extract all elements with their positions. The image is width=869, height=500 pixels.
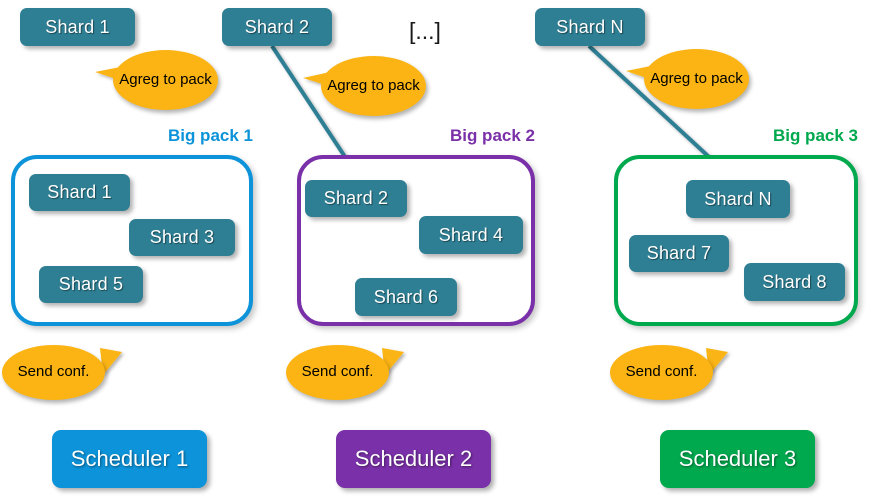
send-conf-callout-3[interactable]: Send conf.: [610, 345, 713, 400]
agreg-to-pack-callout-3[interactable]: Agreg to pack: [644, 49, 749, 109]
agreg-to-pack-callout-2[interactable]: Agreg to pack: [321, 56, 426, 116]
pack-3-shard-8[interactable]: Shard 8: [744, 263, 845, 301]
pack-2-label: Big pack 2: [449, 126, 535, 145]
ellipsis-label: [...]: [409, 18, 441, 44]
pack-1-shard-5-label: Shard 5: [58, 274, 124, 294]
source-shard-2[interactable]: Shard 2: [222, 8, 332, 46]
pack-3-shard-7[interactable]: Shard 7: [629, 235, 729, 272]
send-conf-callout-3-label: Send conf.: [625, 363, 698, 381]
agreg-to-pack-callout-3-label: Agreg to pack: [650, 69, 743, 87]
pack-3-label: Big pack 3: [772, 126, 858, 145]
scheduler-2[interactable]: Scheduler 2: [336, 430, 491, 488]
scheduler-1[interactable]: Scheduler 1: [52, 430, 207, 488]
pack-1-shard-3-label: Shard 3: [149, 227, 215, 247]
pack-1-label: Big pack 1: [167, 126, 253, 145]
agreg-to-pack-callout-1-label: Agreg to pack: [119, 70, 212, 88]
send-conf-callout-1[interactable]: Send conf.: [2, 345, 105, 400]
send-conf-callout-1-label: Send conf.: [17, 363, 90, 381]
scheduler-2-label: Scheduler 2: [354, 446, 473, 471]
pack-2-shard-6-label: Shard 6: [373, 286, 439, 307]
pack-3-shard-n[interactable]: Shard N: [686, 180, 790, 218]
source-shard-1-label: Shard 1: [45, 16, 110, 37]
scheduler-1-label: Scheduler 1: [70, 446, 189, 471]
pack-2-shard-2-label: Shard 2: [323, 188, 389, 208]
source-shard-2-label: Shard 2: [244, 16, 310, 37]
pack-3-shard-8-label: Shard 8: [762, 271, 827, 292]
source-shard-1[interactable]: Shard 1: [20, 8, 135, 46]
source-shard-n-label: Shard N: [556, 16, 624, 37]
pack-1-shard-1-label: Shard 1: [47, 182, 112, 202]
pack-1-shard-1[interactable]: Shard 1: [29, 174, 130, 211]
pack-2-shard-2[interactable]: Shard 2: [305, 180, 407, 217]
scheduler-3[interactable]: Scheduler 3: [660, 430, 815, 488]
pack-2-shard-4-label: Shard 4: [438, 224, 504, 245]
source-shard-n[interactable]: Shard N: [535, 8, 645, 46]
agreg-to-pack-callout-2-label: Agreg to pack: [327, 76, 420, 94]
send-conf-callout-2-label: Send conf.: [301, 363, 374, 381]
pack-3-shard-n-label: Shard N: [704, 188, 772, 209]
scheduler-3-label: Scheduler 3: [678, 446, 797, 471]
pack-1-shard-5[interactable]: Shard 5: [39, 266, 143, 303]
pack-1-shard-3[interactable]: Shard 3: [129, 219, 235, 256]
pack-2-shard-6[interactable]: Shard 6: [355, 278, 457, 316]
agreg-to-pack-callout-1[interactable]: Agreg to pack: [113, 50, 218, 110]
pack-3-shard-7-label: Shard 7: [646, 243, 712, 263]
send-conf-callout-2[interactable]: Send conf.: [286, 345, 389, 400]
pack-2-shard-4[interactable]: Shard 4: [419, 216, 523, 254]
